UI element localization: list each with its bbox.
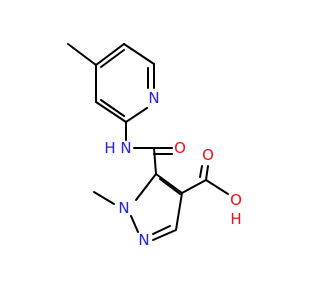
bond-n1-c5 [135,173,157,201]
bond-c2-c3-inner [100,99,125,117]
bond-c4pz-c3pz [175,192,183,231]
bond-c5-c4pz [155,173,183,194]
atom-labels: N N H O O O H N N [104,89,242,249]
pyrazole-n2-label: N [138,231,149,249]
bond-methyl-c4 [67,43,97,66]
acid-carbonyl-oxygen-label: O [202,146,214,164]
bond-c2-c3 [95,101,127,123]
bond-n2-n1 [130,215,139,233]
bond-c3pz-n2 [152,229,177,241]
bond-cooh-oh [205,179,229,195]
bond-c4-c5 [95,43,125,66]
bond-carbonyl-c5 [153,147,157,175]
structure-drawing: N N H O O O H N N [0,0,300,300]
bond-n1-c2 [125,107,148,123]
acid-hydroxyl-hydrogen-label: H [230,210,241,228]
bond-c4-c5-inner [100,49,125,68]
amide-oxygen-label: O [174,139,186,157]
amide-hydrogen-label: H [104,139,115,157]
acid-hydroxyl-oxygen-label: O [230,191,242,209]
bond-c4pz-cooh [181,179,207,194]
pyrazole-n1-label: N [118,199,129,217]
bond-c3pz-n2-inner [152,225,171,235]
bond-cooh-o-double-inner [199,165,203,178]
pyridine-nitrogen-label: N [148,89,159,107]
bond-c5-c4pz-inner [159,178,181,195]
bond-c5-c6 [123,43,155,65]
background [0,0,300,300]
molecule-structure: N N H O O O H N N [0,0,300,300]
bonds [67,43,229,241]
amide-nitrogen-label: N [120,139,131,157]
bond-cooh-o-double [205,165,209,181]
bond-n1-methyl [93,191,115,205]
